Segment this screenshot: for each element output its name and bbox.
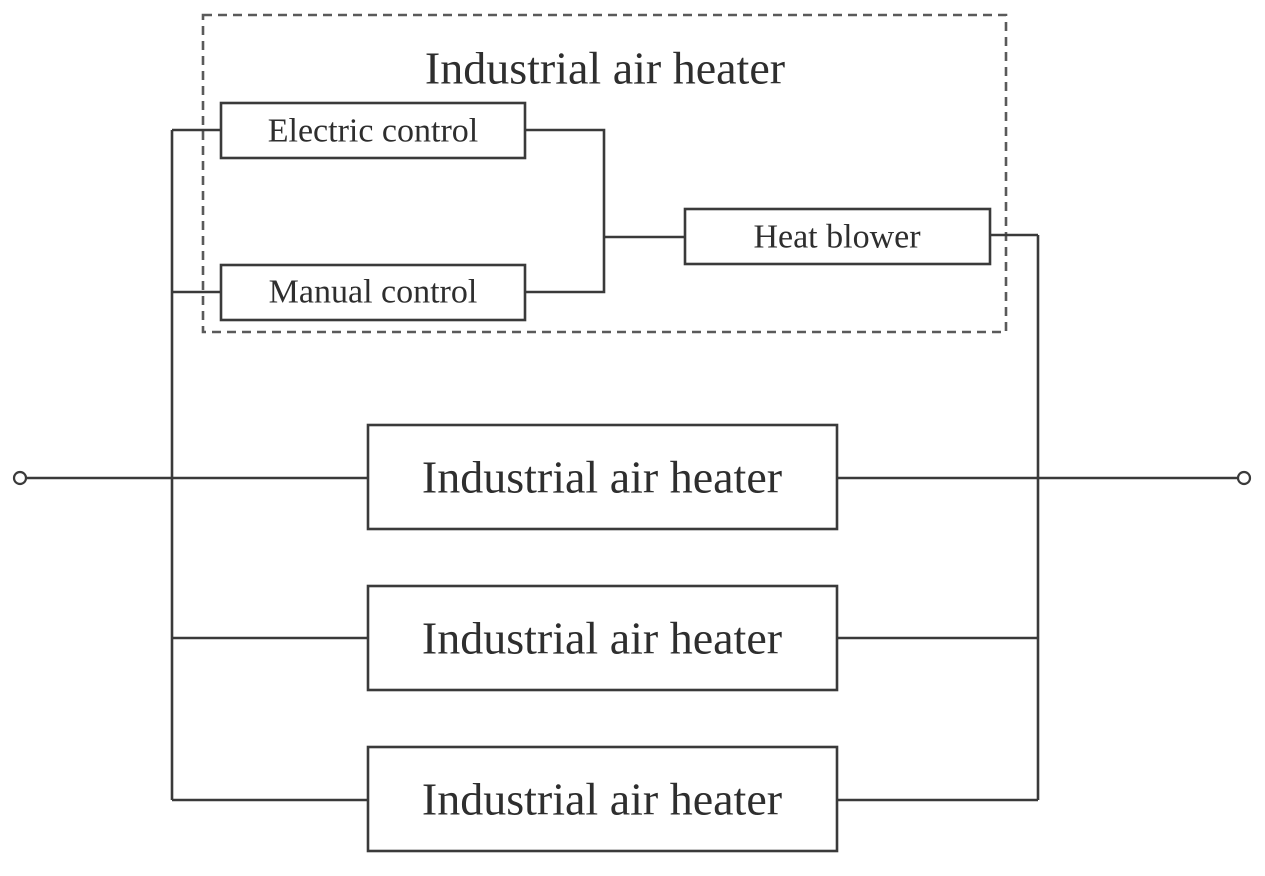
input-terminal [12,470,28,486]
group-title: Industrial air heater [425,43,785,94]
electric-control-label: Electric control [268,113,479,150]
manual-control-label: Manual control [269,274,478,311]
heater-1-label: Industrial air heater [422,452,782,503]
electric-control-block: Electric control [219,101,527,160]
heater-group-frame [201,13,1008,334]
heater-unit-3: Industrial air heater [366,745,839,853]
heater-2-box [366,584,839,692]
manual-control-box [219,263,527,322]
heat-blower-box [683,207,992,266]
heat-blower-label: Heat blower [753,219,921,256]
heater-3-label: Industrial air heater [422,774,782,825]
heater-unit-1: Industrial air heater [366,423,839,531]
heat-blower-block: Heat blower [683,207,992,266]
heater-2-label: Industrial air heater [422,613,782,664]
heater-unit-2: Industrial air heater [366,584,839,692]
heater-1-box [366,423,839,531]
electric-control-output [525,128,606,294]
manual-control-block: Manual control [219,263,527,322]
electric-control-box [219,101,527,160]
heater-3-box [366,745,839,853]
output-terminal [1236,470,1252,486]
